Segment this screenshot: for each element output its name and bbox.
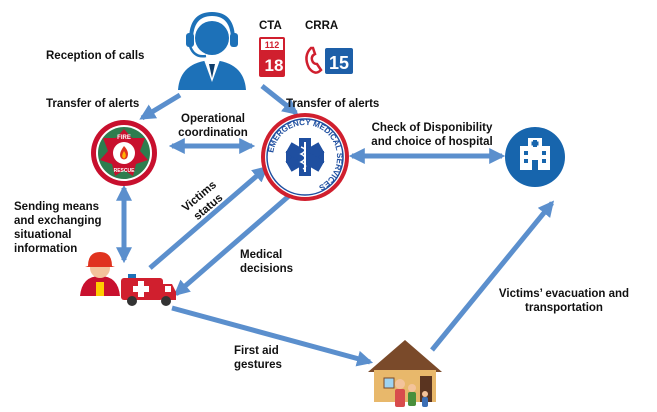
ambulance-icon bbox=[121, 274, 176, 306]
cta-number-bottom: 18 bbox=[265, 56, 284, 75]
label-sending-line2: and exchanging bbox=[14, 215, 102, 227]
firefighter-icon bbox=[80, 252, 120, 296]
label-victims-evacuation: Victims’ evacuation and transportation bbox=[484, 287, 644, 315]
arrows bbox=[115, 84, 555, 367]
arrow-operator-to-ems bbox=[260, 84, 299, 115]
label-operational-line2: coordination bbox=[178, 127, 248, 139]
label-sending-line1: Sending means bbox=[14, 201, 99, 213]
arrow-operator-to-fire bbox=[139, 92, 182, 121]
house-family-icon bbox=[368, 340, 442, 407]
label-transfer-right: Transfer of alerts bbox=[286, 98, 380, 110]
label-first-aid-line1: First aid bbox=[234, 345, 279, 357]
hospital-icon bbox=[505, 127, 565, 187]
label-reception-of-calls: Reception of calls bbox=[46, 50, 145, 62]
label-operational-line1: Operational bbox=[181, 113, 245, 125]
label-check-line2: and choice of hospital bbox=[371, 136, 493, 148]
operator-icon bbox=[178, 11, 246, 90]
label-check-line1: Check of Disponibility bbox=[371, 122, 493, 134]
fire-logo-bottom-text: RESCUE bbox=[114, 168, 136, 174]
label-evacuation-line1: Victims’ evacuation and bbox=[498, 288, 630, 300]
label-evacuation-line2: transportation bbox=[525, 302, 603, 314]
label-sending-line4: information bbox=[14, 243, 78, 255]
arrow-team-to-ems-status bbox=[148, 165, 269, 270]
label-sending-means: Sending means and exchanging situational… bbox=[14, 200, 102, 256]
label-first-aid-line2: gestures bbox=[234, 359, 282, 371]
arrow-house-to-hospital bbox=[430, 200, 555, 352]
cta-badge-icon: 112 18 bbox=[259, 37, 285, 77]
arrow-team-to-house bbox=[171, 305, 374, 367]
label-medical-line2: decisions bbox=[240, 263, 294, 275]
crra-label: CRRA bbox=[305, 20, 339, 32]
label-medical-line1: Medical bbox=[240, 249, 283, 261]
label-first-aid: First aid gestures bbox=[234, 344, 282, 372]
fire-rescue-logo-icon: FIRE RESCUE bbox=[91, 120, 157, 186]
label-sending-line3: situational bbox=[14, 229, 72, 241]
cta-label: CTA bbox=[259, 20, 282, 32]
label-transfer-left: Transfer of alerts bbox=[46, 98, 140, 110]
label-operational-coordination: Operational coordination bbox=[172, 112, 254, 140]
label-check-disponibility: Check of Disponibility and choice of hos… bbox=[362, 121, 502, 149]
cta-number-top: 112 bbox=[265, 40, 280, 50]
crra-number: 15 bbox=[329, 53, 349, 73]
fire-logo-top-text: FIRE bbox=[117, 135, 131, 141]
arrow-ems-to-team-decisions bbox=[173, 193, 292, 297]
ems-logo-icon: EMERGENCY MEDICAL SERVICES bbox=[261, 113, 349, 201]
crra-badge-icon: 15 bbox=[305, 46, 353, 74]
label-medical-decisions: Medical decisions bbox=[240, 248, 293, 276]
